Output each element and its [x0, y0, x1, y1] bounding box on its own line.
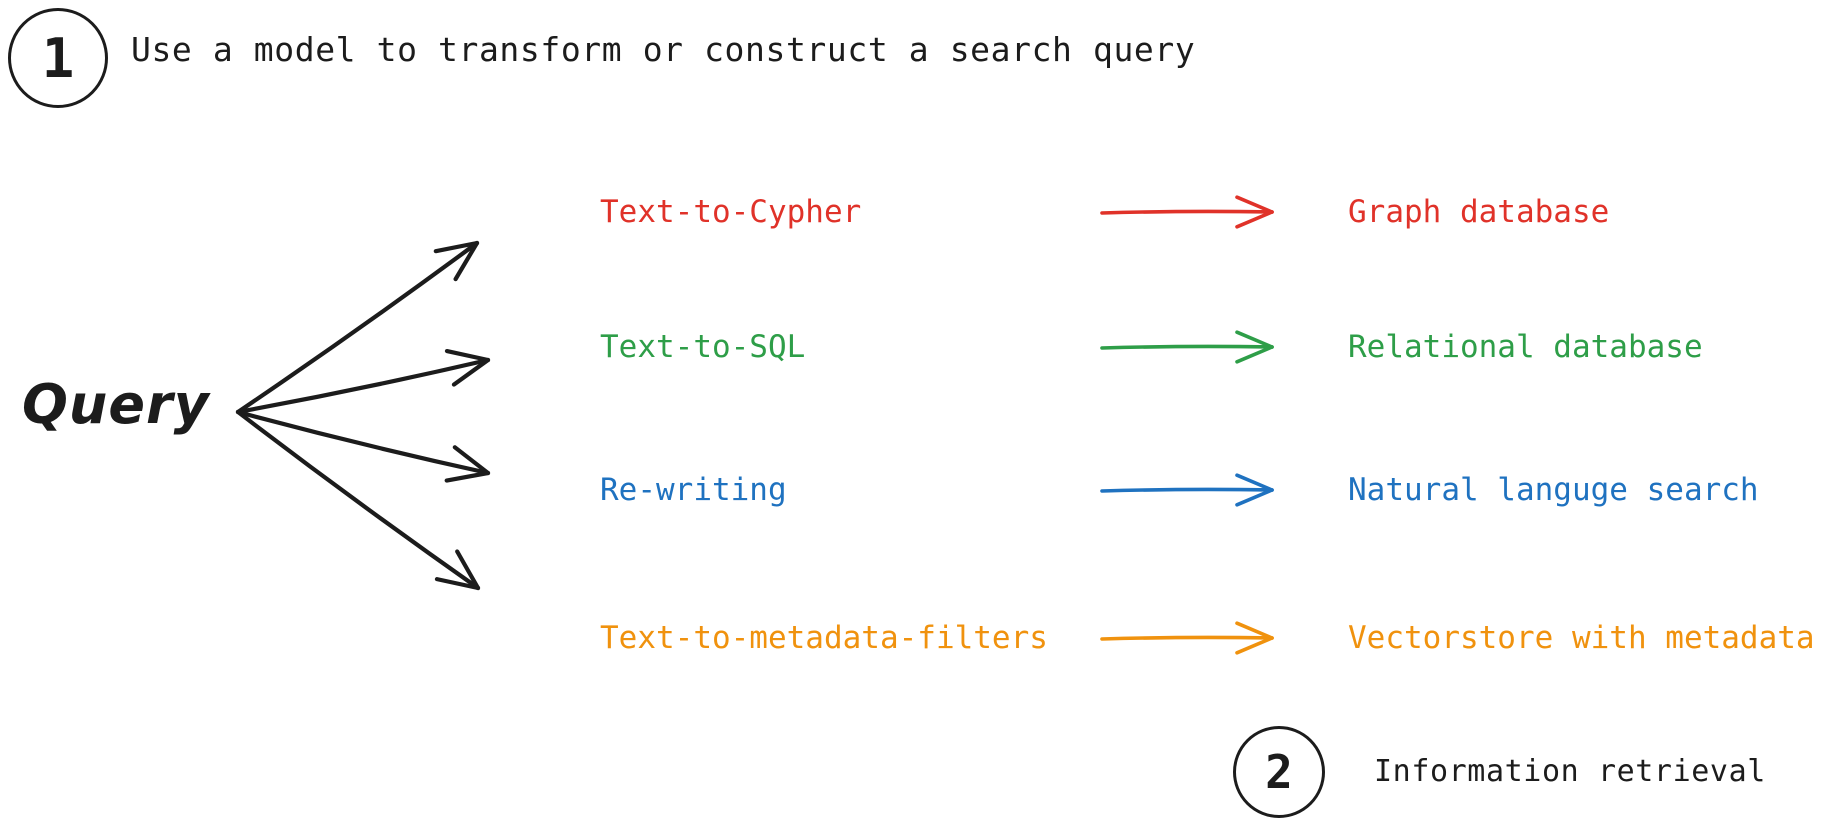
step-1-caption: Use a model to transform or construct a … — [131, 30, 1196, 69]
fan-arrowhead-barb — [453, 240, 480, 282]
fan-arrowhead-barb — [455, 549, 481, 591]
fan-arrowhead-barb — [433, 240, 480, 254]
flow-method-label: Text-to-SQL — [600, 329, 806, 365]
flow-target-label: Relational database — [1348, 329, 1703, 365]
flow-target-label: Vectorstore with metadata — [1348, 620, 1815, 656]
flow-row: Re-writing Natural languge search — [0, 462, 1841, 518]
flow-target-label: Graph database — [1348, 194, 1610, 230]
step-badge-2-number: 2 — [1265, 745, 1293, 799]
query-source-label: Query — [22, 373, 210, 436]
flow-row: Text-to-metadata-filters Vectorstore with… — [0, 610, 1841, 666]
flow-method-label: Text-to-metadata-filters — [600, 620, 1048, 656]
flow-row: Text-to-SQL Relational database — [0, 319, 1841, 375]
flow-target-label: Natural languge search — [1348, 472, 1759, 508]
step-badge-2: 2 — [1233, 726, 1325, 818]
flow-method-label: Re-writing — [600, 472, 787, 508]
step-2-caption: Information retrieval — [1374, 754, 1766, 789]
flow-method-label: Text-to-Cypher — [600, 194, 862, 230]
step-badge-1: 1 — [8, 8, 108, 108]
step-badge-1-number: 1 — [41, 26, 75, 90]
fan-arrowhead-barb — [434, 577, 481, 591]
flow-row: Text-to-Cypher Graph database — [0, 184, 1841, 240]
